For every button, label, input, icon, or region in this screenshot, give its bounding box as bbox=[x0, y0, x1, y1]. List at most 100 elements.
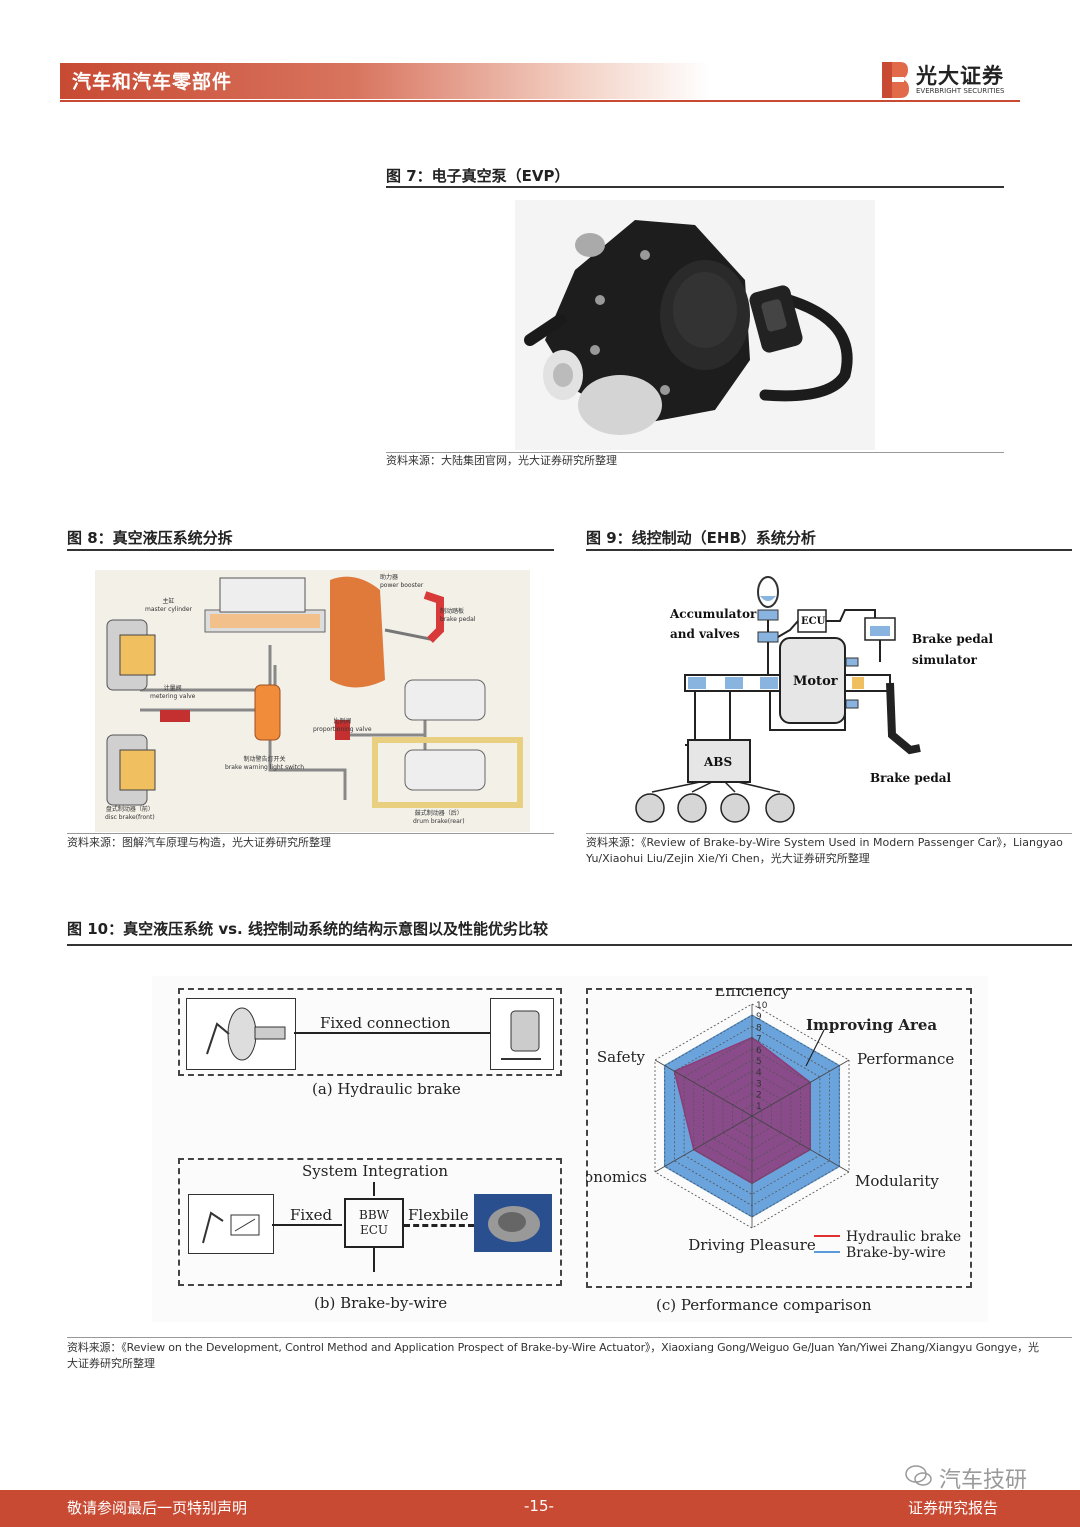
metering-cn: 计量阀 bbox=[163, 685, 182, 692]
master-en: master cylinder bbox=[145, 606, 193, 613]
page-number: -15- bbox=[524, 1497, 554, 1515]
vacuum-hydraulic-diagram: 主缸 master cylinder 助力器 power booster 制动踏… bbox=[95, 570, 530, 832]
fig10-rule bbox=[67, 944, 1072, 946]
radar-spoke bbox=[654, 1115, 753, 1173]
warning-cn: 制动警告灯开关 bbox=[243, 756, 286, 763]
master-cylinder-label: 主缸 master cylinder bbox=[145, 598, 192, 614]
hydraulic-box bbox=[178, 988, 562, 1076]
bbw-box bbox=[178, 1158, 562, 1286]
simulator-label: Brake pedal simulator bbox=[912, 629, 993, 671]
fig7-source: 资料来源：大陆集团官网，光大证券研究所整理 bbox=[386, 454, 617, 467]
proportioning-cn: 比例阀 bbox=[333, 718, 352, 725]
warning-en: brake warning light switch bbox=[225, 764, 305, 771]
disc-en: disc brake(front) bbox=[105, 814, 155, 821]
simulator-line2: simulator bbox=[912, 653, 977, 667]
motor-label: Motor bbox=[793, 674, 838, 689]
fig9-source-line1: 资料来源：《Review of Brake-by-Wire System Use… bbox=[586, 836, 1063, 849]
fig10-title: 图 10：真空液压系统 vs. 线控制动系统的结构示意图以及性能优劣比较 bbox=[67, 920, 548, 938]
fig9-source: 资料来源：《Review of Brake-by-Wire System Use… bbox=[586, 835, 1063, 867]
metering-en: metering valve bbox=[150, 693, 196, 700]
pedal-booster-sketch bbox=[186, 998, 296, 1070]
drum-brake-label: 鼓式制动器（后） drum brake(rear) bbox=[413, 810, 465, 826]
perf-box bbox=[586, 988, 972, 1288]
radar-axis-label: Safety bbox=[597, 1048, 646, 1066]
fig9-source-rule bbox=[586, 833, 1072, 834]
fig10-source: 资料来源：《Review on the Development, Control… bbox=[67, 1340, 1072, 1372]
fig8-title: 图 8：真空液压系统分拆 bbox=[67, 529, 233, 547]
drum-en: drum brake(rear) bbox=[413, 818, 465, 825]
fixed-link-line bbox=[272, 1224, 342, 1226]
radar-tick-label: 3 bbox=[756, 1079, 762, 1089]
fig10-source-rule bbox=[67, 1337, 1072, 1338]
booster-cn: 助力器 bbox=[380, 574, 399, 581]
booster-label: 助力器 power booster bbox=[380, 574, 423, 590]
booster-en: power booster bbox=[380, 582, 424, 589]
pedal-sensor-sketch bbox=[188, 1194, 274, 1254]
actuator-photo bbox=[474, 1194, 552, 1252]
drum-cn: 鼓式制动器（后） bbox=[414, 810, 463, 817]
disc-brake-label: 盘式制动器（前） disc brake(front) bbox=[105, 806, 155, 822]
pedal-label: 制动踏板 brake pedal bbox=[440, 608, 475, 624]
radar-tick-label: 7 bbox=[756, 1035, 762, 1045]
footer-report-type: 证券研究报告 bbox=[908, 1499, 999, 1517]
bbw-caption: (b) Brake-by-wire bbox=[314, 1294, 448, 1312]
radar-tick-label: 6 bbox=[756, 1046, 762, 1056]
footer-disclaimer: 敬请参阅最后一页特别声明 bbox=[67, 1499, 248, 1517]
hydraulic-caption: (a) Hydraulic brake bbox=[312, 1080, 461, 1098]
fig10-source-line2: 大证券研究所整理 bbox=[67, 1357, 155, 1370]
brand-mark-icon bbox=[882, 62, 909, 98]
wechat-icon bbox=[905, 1465, 932, 1486]
legend-label: Brake-by-wire bbox=[846, 1245, 946, 1261]
radar-axis-label: Modularity bbox=[855, 1172, 939, 1190]
header-rule bbox=[60, 100, 1020, 102]
caliper-sketch bbox=[490, 998, 554, 1070]
fig8-source: 资料来源：图解汽车原理与构造，光大证券研究所整理 bbox=[67, 836, 331, 849]
fig9-title: 图 9：线控制动（EHB）系统分析 bbox=[586, 529, 816, 547]
improving-area-pointer bbox=[805, 1029, 825, 1067]
fig7-title: 图 7：电子真空泵（EVP） bbox=[386, 167, 570, 185]
system-integration-label: System Integration bbox=[302, 1162, 449, 1180]
ehb-diagram: Accumulator and valves ECU Brake pedal s… bbox=[630, 570, 1030, 830]
radar-axis-label: Ergonomics bbox=[586, 1168, 647, 1186]
flexible-label: Flexbile bbox=[408, 1206, 469, 1224]
proportioning-en: proportioning valve bbox=[313, 726, 372, 733]
radar-spoke bbox=[654, 1059, 753, 1117]
radar-tick-label: 5 bbox=[756, 1057, 762, 1067]
radar-spoke bbox=[751, 1115, 850, 1173]
header-band bbox=[60, 63, 710, 99]
fig8-rule bbox=[67, 549, 554, 551]
evp-pump-image bbox=[515, 200, 875, 450]
radar-spoke bbox=[751, 1059, 850, 1117]
radar-tick-label: 1 bbox=[756, 1102, 762, 1112]
accumulator-line1: Accumulator bbox=[670, 607, 757, 621]
fig9-source-line2: Yu/Xiaohui Liu/Zejin Xie/Yi Chen，光大证券研究所… bbox=[586, 852, 870, 865]
pedal-en: brake pedal bbox=[440, 616, 476, 623]
fig7-source-rule bbox=[386, 452, 1004, 453]
fig10-source-line1: 资料来源：《Review on the Development, Control… bbox=[67, 1341, 1039, 1354]
fixed-label: Fixed bbox=[290, 1206, 333, 1224]
ecu-label: ECU bbox=[801, 616, 826, 627]
radar-tick-label: 4 bbox=[756, 1068, 762, 1078]
radar-axis-label: Driving Pleasure bbox=[688, 1236, 816, 1254]
radar-tick-label: 9 bbox=[756, 1012, 762, 1022]
integration-arrow-out bbox=[373, 1248, 375, 1272]
fig9-rule bbox=[586, 549, 1072, 551]
bbw-ecu-box: BBW ECU bbox=[344, 1198, 404, 1248]
fig8-source-rule bbox=[67, 833, 554, 834]
accumulator-line2: and valves bbox=[670, 627, 740, 641]
bbw-ecu-line1: BBW bbox=[359, 1208, 389, 1222]
logo-text: 光大证券 bbox=[916, 64, 1004, 88]
radar-axis-label: Efficiency bbox=[714, 988, 790, 1000]
footer-band bbox=[0, 1490, 1080, 1527]
accumulator-label: Accumulator and valves bbox=[670, 604, 756, 644]
master-cn: 主缸 bbox=[162, 598, 175, 605]
proportioning-label: 比例阀 proportioning valve bbox=[313, 718, 372, 734]
fig10-panel: Fixed connection (a) Hydraulic brake Sys… bbox=[152, 976, 988, 1322]
abs-label: ABS bbox=[704, 755, 733, 769]
integration-arrow-in bbox=[373, 1182, 375, 1196]
perf-caption: (c) Performance comparison bbox=[656, 1296, 872, 1314]
brand-logo: 光大证券 EVERBRIGHT SECURITIES bbox=[880, 60, 1020, 100]
section-title: 汽车和汽车零部件 bbox=[72, 71, 233, 93]
fixed-connection-label: Fixed connection bbox=[320, 1014, 451, 1032]
